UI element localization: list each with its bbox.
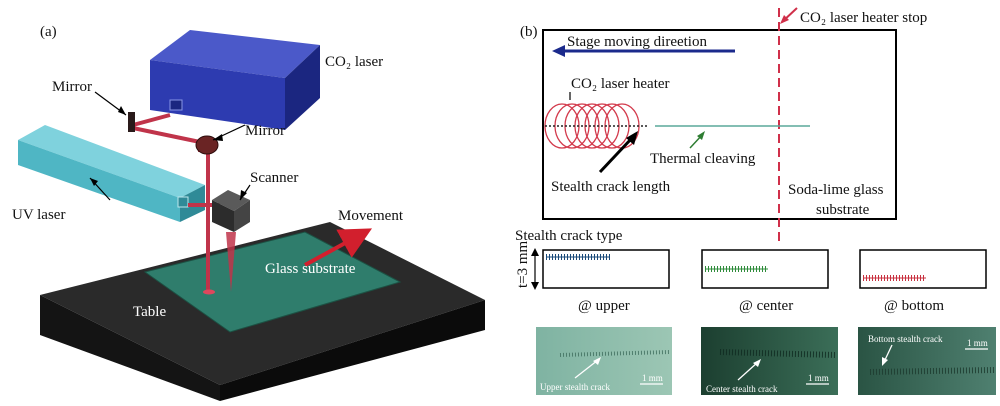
panel-b-tag: (b) xyxy=(520,24,538,40)
heater-circles xyxy=(544,103,640,149)
panel-a: (a) xyxy=(12,24,485,401)
mirror-left-label: Mirror xyxy=(52,79,92,95)
heater-label: CO₂ laser heater xyxy=(571,76,670,92)
scanner-label: Scanner xyxy=(250,170,298,186)
mirror-right-label: Mirror xyxy=(245,123,285,139)
type-bottom-label: @ bottom xyxy=(884,298,944,314)
stage-direction-arrowhead xyxy=(552,45,565,57)
heater-stop-arrowhead xyxy=(780,15,789,24)
crack-type-title: Stealth crack type xyxy=(515,228,623,244)
sample-box-bottom xyxy=(859,249,987,289)
stealth-crack-length-arrow xyxy=(598,136,634,174)
a-leader-arrows xyxy=(90,106,247,200)
co2-laser-label: CO₂ laser xyxy=(325,54,383,70)
type-center-label: @ center xyxy=(739,298,793,314)
panel-a-tag: (a) xyxy=(40,24,57,40)
beam-spot xyxy=(203,289,215,295)
glass-substrate-box xyxy=(542,29,897,220)
uv-laser-box xyxy=(18,125,205,222)
movement-arrow xyxy=(304,228,373,267)
heater-stop-label: CO₂ laser heater stop xyxy=(800,10,927,26)
photo-bottom: Bottom stealth crack 1 mm xyxy=(858,327,996,395)
photo-center: Center stealth crack 1 mm xyxy=(701,327,838,395)
soda-lime-label-1: Soda-lime glass xyxy=(788,182,884,198)
sample-box-center xyxy=(701,249,829,289)
photo-upper-scale: 1 mm xyxy=(642,373,663,383)
movement-label: Movement xyxy=(338,208,404,224)
glass-substrate-label: Glass substrate xyxy=(265,261,356,277)
stealth-crack-length-label: Stealth crack length xyxy=(551,179,671,195)
soda-lime-label-2: substrate xyxy=(816,202,870,218)
thermal-cleaving-arrowhead xyxy=(697,131,705,140)
scanner-beam xyxy=(226,232,236,292)
thickness-arrow-top xyxy=(531,248,539,256)
photo-bottom-label: Bottom stealth crack xyxy=(868,334,943,344)
photo-bottom-scale: 1 mm xyxy=(967,338,988,348)
type-upper-label: @ upper xyxy=(578,298,630,314)
thickness-label: t=3 mm xyxy=(515,240,531,288)
thermal-cleaving-label: Thermal cleaving xyxy=(650,151,756,167)
mirror-left-shape xyxy=(128,112,135,132)
photo-center-scale: 1 mm xyxy=(808,373,829,383)
photo-upper: Upper stealth crack 1 mm xyxy=(536,327,672,395)
scanner-cube xyxy=(212,190,250,232)
panel-b: (b) CO₂ laser heater stop Stage moving d… xyxy=(515,7,996,395)
stealth-crack-length-arrowhead xyxy=(626,131,638,145)
mirror-right-shape xyxy=(195,135,219,155)
sample-box-upper xyxy=(542,249,670,289)
co2-laser-box xyxy=(150,30,320,130)
thickness-arrow-bottom xyxy=(531,282,539,290)
uv-laser-label: UV laser xyxy=(12,207,65,223)
photo-center-label: Center stealth crack xyxy=(706,384,778,394)
stage-direction-label: Stage moving direetion xyxy=(567,34,707,50)
photo-upper-label: Upper stealth crack xyxy=(540,382,610,392)
table-label: Table xyxy=(133,304,166,320)
